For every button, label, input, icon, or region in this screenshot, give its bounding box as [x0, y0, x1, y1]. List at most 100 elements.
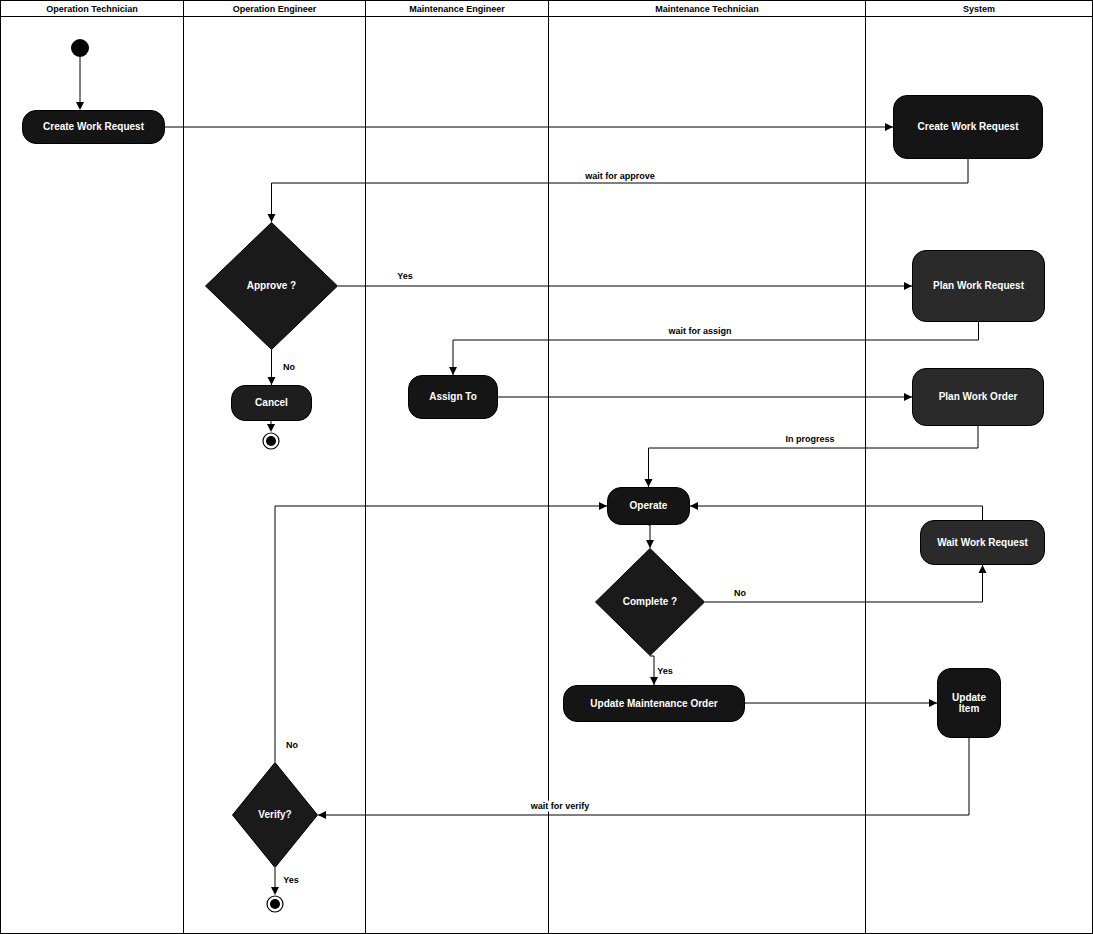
action-text: Create Work Request [43, 121, 144, 133]
decision-text: Complete ? [623, 596, 677, 608]
edge-label: wait for verify [529, 801, 592, 812]
action-text: Update Item [944, 692, 994, 715]
swimlane: Maintenance TechnicianOperateComplete ? U… [548, 0, 866, 934]
connector-line [338, 286, 912, 287]
connector-line [690, 506, 983, 520]
lane-title: Operation Engineer [233, 4, 317, 14]
swimlane: Maintenance EngineerAssign To [365, 0, 549, 934]
action-node: Update Maintenance Order [563, 685, 745, 722]
connector [165, 123, 893, 131]
diamond-outline [595, 549, 704, 656]
decision-diamond: Approve ? [205, 222, 338, 350]
final-node [267, 896, 283, 912]
connector-line [272, 159, 969, 222]
arrowhead [76, 102, 84, 110]
action-text: Update Maintenance Order [590, 698, 717, 710]
lane-title: Maintenance Engineer [409, 4, 505, 14]
connector-line [498, 397, 912, 398]
connector [645, 426, 979, 487]
swimlane: SystemCreate Work RequestPlan Work Reque… [865, 0, 1093, 934]
final-node [263, 433, 279, 449]
connector [318, 738, 969, 819]
edge-label: No [284, 740, 300, 751]
arrowhead [271, 887, 279, 895]
lane-header: Operation Engineer [184, 1, 365, 17]
edge-label: Yes [655, 666, 675, 677]
action-node: Cancel [231, 385, 312, 421]
action-node: Plan Work Request [912, 250, 1045, 322]
action-text: Create Work Request [918, 121, 1019, 133]
action-node: Create Work Request [893, 95, 1043, 159]
edge-label: No [732, 588, 748, 599]
initial-node [71, 39, 89, 57]
arrowhead [650, 677, 658, 685]
action-node: Operate [607, 487, 690, 525]
connector [690, 502, 983, 520]
action-node: Create Work Request [22, 110, 165, 144]
edge-label: wait for approve [583, 171, 657, 182]
connector [449, 322, 979, 375]
swimlane: Operation EngineerApprove ? CancelVerify? [183, 0, 366, 934]
connector [338, 282, 912, 290]
connector-line [165, 127, 893, 128]
arrowhead [979, 565, 987, 573]
connector [705, 565, 987, 602]
final-node-core [270, 899, 280, 909]
lane-header: Operation Technician [1, 1, 183, 17]
action-text: Plan Work Order [939, 391, 1018, 403]
action-node: Update Item [937, 668, 1001, 738]
edge-label: wait for assign [666, 326, 733, 337]
connector [498, 393, 912, 401]
arrowhead [449, 367, 457, 375]
final-node-core [266, 436, 276, 446]
action-text: Operate [630, 500, 668, 512]
arrowhead [268, 214, 276, 222]
action-node: Plan Work Order [912, 368, 1044, 426]
connector-line [318, 738, 969, 815]
edge-label: No [281, 362, 297, 373]
swimlane: Operation TechnicianCreate Work Request [0, 0, 184, 934]
start-line [80, 57, 81, 103]
action-text: Plan Work Request [933, 280, 1024, 292]
arrowhead [267, 424, 275, 432]
connector-line [745, 703, 937, 705]
arrowhead [929, 699, 937, 707]
connector [268, 350, 276, 385]
arrowhead [885, 123, 893, 131]
diamond-outline [206, 223, 338, 350]
arrowhead [599, 502, 607, 510]
lane-header: Maintenance Engineer [366, 1, 548, 17]
connector [275, 502, 607, 762]
edge-label: Yes [395, 271, 415, 282]
diamond-outline [233, 763, 318, 868]
decision-text: Verify? [258, 809, 291, 821]
guard-label: Yes [281, 875, 301, 886]
action-text: Wait Work Request [937, 537, 1028, 549]
arrowhead [904, 393, 912, 401]
connector-line [453, 322, 979, 375]
arrowhead [646, 540, 654, 548]
arrowhead [904, 282, 912, 290]
connector [745, 699, 937, 707]
connector-line [275, 506, 607, 762]
decision-diamond: Verify? [232, 762, 318, 868]
edge-label: In progress [783, 434, 836, 445]
lane-header: System [866, 1, 1092, 17]
connector-line [705, 565, 983, 602]
arrowhead [318, 811, 326, 819]
action-text: Assign To [429, 391, 477, 403]
action-node: Wait Work Request [920, 520, 1045, 565]
decision-diamond: Complete ? [595, 548, 705, 656]
connector [646, 525, 654, 548]
action-node: Assign To [408, 375, 498, 419]
action-text: Cancel [255, 397, 288, 409]
arrowhead [268, 377, 276, 385]
lane-title: Operation Technician [46, 4, 137, 14]
end-line [275, 868, 276, 888]
decision-text: Approve ? [247, 280, 296, 292]
lane-title: System [963, 4, 995, 14]
lane-title: Maintenance Technician [655, 4, 758, 14]
arrowhead [690, 502, 698, 510]
lane-header: Maintenance Technician [549, 1, 865, 17]
connector-line [649, 426, 979, 487]
